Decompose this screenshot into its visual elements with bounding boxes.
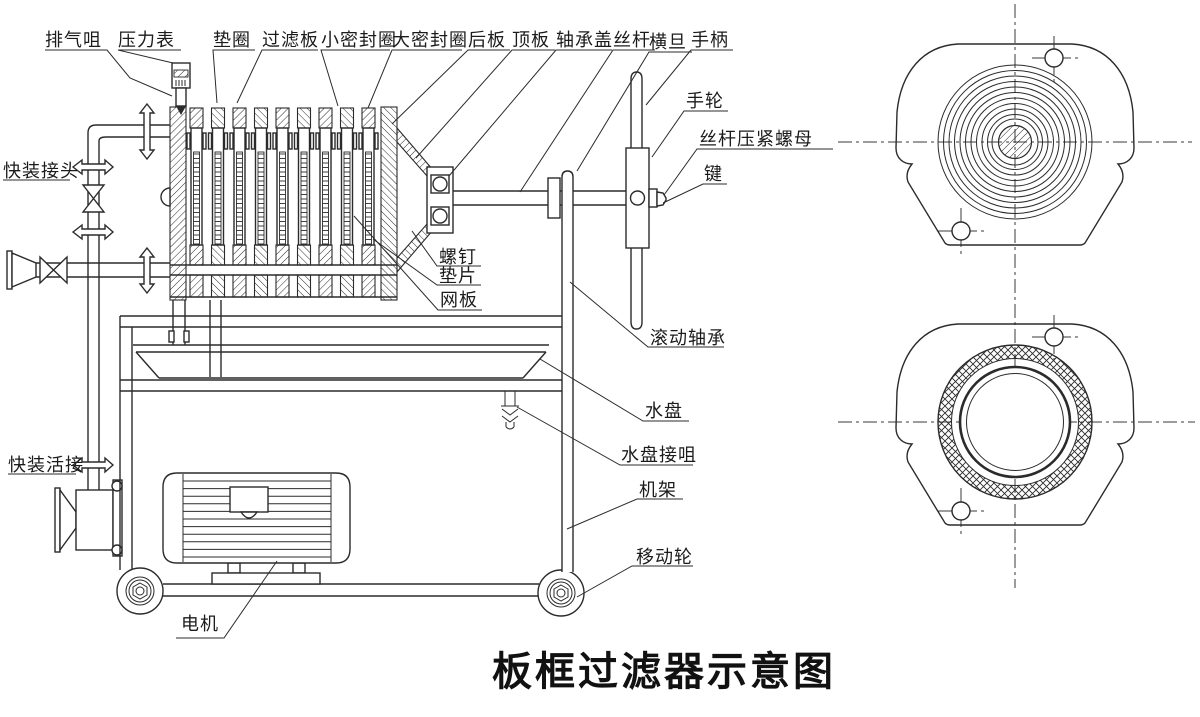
right-wheel xyxy=(537,569,585,617)
cross-bar-post xyxy=(561,170,574,572)
bearing-housing xyxy=(426,166,454,234)
label-water-pan: 水盘 xyxy=(645,401,683,421)
label-key: 键 xyxy=(704,164,723,184)
callout-leader-lines xyxy=(3,49,833,639)
leader-top-plate xyxy=(415,49,555,159)
label-top-plate: 顶板 xyxy=(512,30,550,50)
screw-rod-shaft xyxy=(453,190,627,206)
bolt-hole xyxy=(951,221,971,241)
label-moving-wheel: 移动轮 xyxy=(636,547,693,567)
handle-rod xyxy=(630,71,643,148)
quick-fit-connector-fitting xyxy=(71,158,115,176)
plate-face-view-ring xyxy=(895,323,1135,526)
label-machine-frame: 机架 xyxy=(639,480,677,500)
leader-exhaust-nozzle xyxy=(45,49,173,97)
leader-bearing-cover xyxy=(448,49,612,177)
water-pan-nozzle xyxy=(501,391,519,430)
leader-handle xyxy=(645,49,733,106)
screw-nut xyxy=(648,188,658,208)
moving-wheels xyxy=(116,567,585,617)
leader-water-pan xyxy=(539,358,689,422)
center-lines xyxy=(838,4,1195,588)
label-quick-fit-connector: 快装接头 xyxy=(3,161,79,181)
feed-pump xyxy=(54,479,123,557)
left-wheel xyxy=(116,567,164,615)
handwheel-assembly xyxy=(625,71,667,330)
label-gasket-ring: 垫圈 xyxy=(213,30,251,50)
label-cross-bar: 横旦 xyxy=(649,32,687,52)
label-bearing-cover: 轴承盖 xyxy=(556,30,613,50)
rolling-bearing-block xyxy=(547,177,561,219)
leader-key xyxy=(662,183,727,204)
label-shim: 垫片 xyxy=(439,266,477,286)
label-pressure-gauge: 压力表 xyxy=(118,30,175,50)
label-handle: 手柄 xyxy=(691,30,729,50)
leader-small-seal-ring xyxy=(320,49,390,107)
label-exhaust-nozzle: 排气咀 xyxy=(45,30,102,50)
leader-screw-compression-nut xyxy=(663,148,833,196)
diagram-title: 板框过滤器示意图 xyxy=(492,649,836,694)
water-pan xyxy=(120,344,562,430)
leader-mesh-plate xyxy=(353,215,482,311)
label-back-plate: 后板 xyxy=(468,30,506,50)
leader-machine-frame xyxy=(566,498,683,530)
leader-screw xyxy=(411,230,481,267)
pressure-gauge xyxy=(171,62,191,115)
motor-terminal-box xyxy=(229,486,269,513)
leader-large-seal-ring xyxy=(367,49,462,109)
quick-fit-union-fitting xyxy=(71,456,115,474)
bolt-hole xyxy=(951,501,971,521)
label-water-pan-nozzle: 水盘接咀 xyxy=(621,445,697,465)
leader-rolling-bearing xyxy=(569,281,724,348)
leader-moving-wheel xyxy=(576,565,693,598)
leader-shim xyxy=(372,238,481,286)
inlet-piping xyxy=(6,102,170,490)
leader-pressure-gauge xyxy=(117,49,181,64)
filter-plate-stack xyxy=(160,106,398,377)
leader-gasket-ring xyxy=(212,49,255,104)
label-large-seal-ring: 大密封圈 xyxy=(392,30,468,50)
label-mesh-plate: 网板 xyxy=(440,290,478,310)
label-handwheel: 手轮 xyxy=(686,91,724,111)
motor xyxy=(162,472,351,585)
label-rolling-bearing: 滚动轴承 xyxy=(650,328,726,348)
bolt-hole xyxy=(1044,48,1064,68)
leader-water-pan-nozzle xyxy=(516,406,693,466)
label-screw-rod: 丝杆 xyxy=(613,30,651,50)
plate-face-view-grooved xyxy=(895,43,1135,246)
label-filter-plate: 过滤板 xyxy=(262,30,319,50)
leader-back-plate xyxy=(391,49,510,125)
leader-motor xyxy=(176,560,278,639)
leader-filter-plate xyxy=(236,49,318,104)
front-end-plate xyxy=(169,106,187,301)
label-small-seal-ring: 小密封圈 xyxy=(321,30,397,50)
center-boss xyxy=(997,124,1033,160)
bolt-hole xyxy=(1044,327,1064,347)
label-motor: 电机 xyxy=(181,614,219,634)
label-screw-compression-nut: 丝杆压紧螺母 xyxy=(699,129,813,149)
label-quick-fit-union: 快装活接 xyxy=(8,455,84,475)
back-end-plate xyxy=(380,106,398,301)
leader-handwheel xyxy=(651,110,728,158)
leader-screw-rod xyxy=(519,49,655,193)
leader-cross-bar xyxy=(576,51,692,172)
closing-mechanism xyxy=(396,71,667,572)
label-screw: 螺钉 xyxy=(439,247,477,267)
